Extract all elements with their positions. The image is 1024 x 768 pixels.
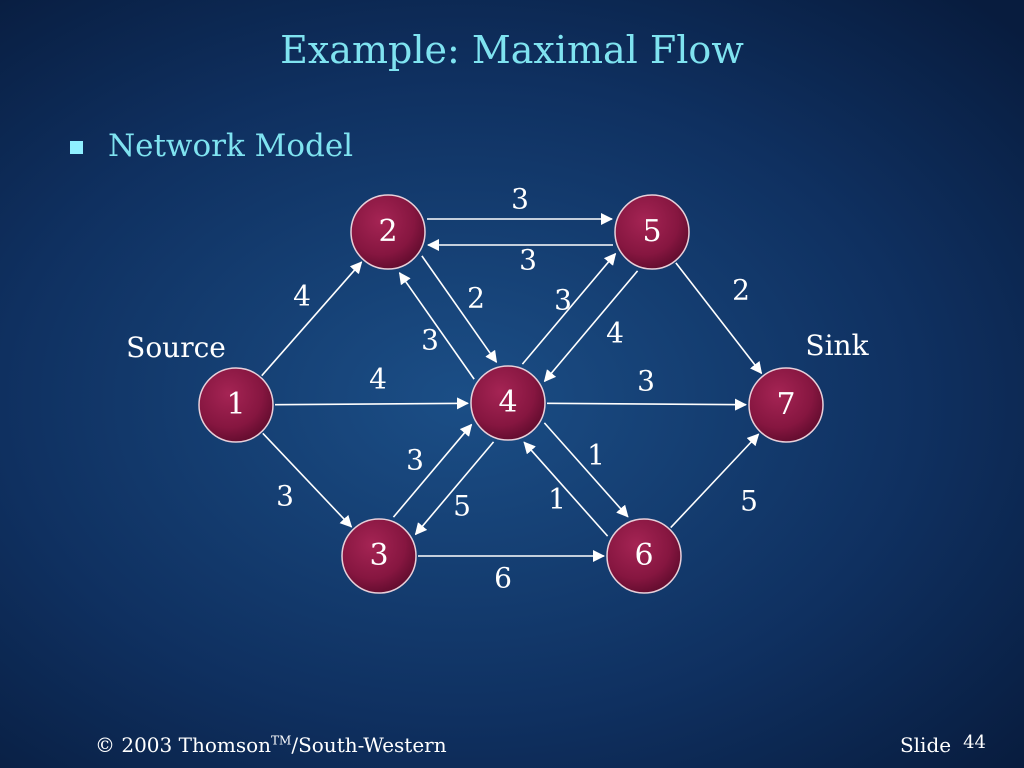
bullet-item: Network Model [70, 128, 353, 164]
publisher-text: /South-Western [291, 733, 447, 757]
edge-capacity-6-7: 5 [740, 485, 758, 518]
node-label-5: 5 [642, 214, 661, 249]
footer-slide-number: Slide 44 [899, 732, 986, 757]
edge-capacity-4-3: 5 [453, 490, 471, 523]
edge-arrow-4-7 [546, 398, 748, 411]
edge-capacity-4-7: 3 [637, 365, 655, 398]
node-5: 5 [614, 194, 690, 270]
node-6: 6 [606, 518, 682, 594]
edge-arrow-1-3 [262, 432, 353, 528]
slide-title: Example: Maximal Flow [280, 28, 744, 72]
edge-capacity-1-2: 4 [293, 280, 311, 313]
copyright-text: © 2003 Thomson [95, 733, 272, 757]
slide-number: 44 [963, 732, 986, 753]
edge-capacity-3-4: 3 [406, 444, 424, 477]
node-label-7: 7 [776, 387, 795, 422]
slide-label: Slide [899, 733, 952, 757]
node-3: 3 [341, 518, 417, 594]
edge-capacity-2-4: 2 [467, 282, 485, 315]
node-label-3: 3 [369, 538, 388, 573]
trademark-mark: TM [271, 733, 292, 748]
node-label-4: 4 [498, 385, 517, 420]
node-label-6: 6 [634, 538, 653, 573]
node-circle-4 [470, 365, 546, 441]
node-circle-1 [198, 367, 274, 443]
node-circle-7 [748, 367, 824, 443]
node-label-1: 1 [226, 387, 245, 422]
edge-arrow-5-7 [675, 262, 763, 375]
edge-arrow-2-4 [421, 255, 498, 364]
bullet-text: Network Model [108, 128, 354, 164]
node-circle-5 [614, 194, 690, 270]
node-4: 4 [470, 365, 546, 441]
edge-capacity-2-5: 3 [511, 183, 529, 216]
edge-arrow-6-7 [670, 433, 760, 529]
node-circle-6 [606, 518, 682, 594]
node-2: 2 [350, 194, 426, 270]
node-label-2: 2 [378, 214, 397, 249]
edge-arrow-6-4 [523, 441, 609, 537]
source-label: Source [126, 331, 226, 364]
edge-arrow-4-2 [398, 271, 475, 380]
edge-capacity-4-6: 1 [587, 439, 605, 472]
edge-capacity-5-7: 2 [732, 274, 750, 307]
edge-arrow-1-2 [261, 261, 363, 377]
sink-label: Sink [805, 329, 869, 362]
edge-capacity-1-3: 3 [276, 480, 294, 513]
edge-capacity-4-5: 3 [554, 284, 572, 317]
node-7: 7 [748, 367, 824, 443]
node-1: 1 [198, 367, 274, 443]
edges-layer [261, 213, 763, 562]
bullet-square-icon [70, 141, 83, 154]
edge-arrow-4-5 [521, 252, 617, 365]
edge-arrow-3-4 [392, 423, 473, 518]
node-circle-3 [341, 518, 417, 594]
node-circle-2 [350, 194, 426, 270]
edge-arrow-4-3 [414, 441, 495, 536]
edge-capacity-4-2: 3 [421, 324, 439, 357]
edge-capacity-6-4: 1 [548, 483, 566, 516]
edge-capacity-5-4: 4 [606, 317, 624, 350]
footer-copyright: © 2003 ThomsonTM/South-Western [95, 733, 447, 757]
edge-capacity-1-4: 4 [369, 363, 387, 396]
edge-capacity-5-2: 3 [519, 244, 537, 277]
edge-arrow-5-4 [543, 270, 639, 383]
edge-arrow-4-6 [543, 422, 629, 518]
edge-capacity-3-6: 6 [494, 562, 512, 595]
edge-arrow-1-4 [274, 397, 470, 410]
